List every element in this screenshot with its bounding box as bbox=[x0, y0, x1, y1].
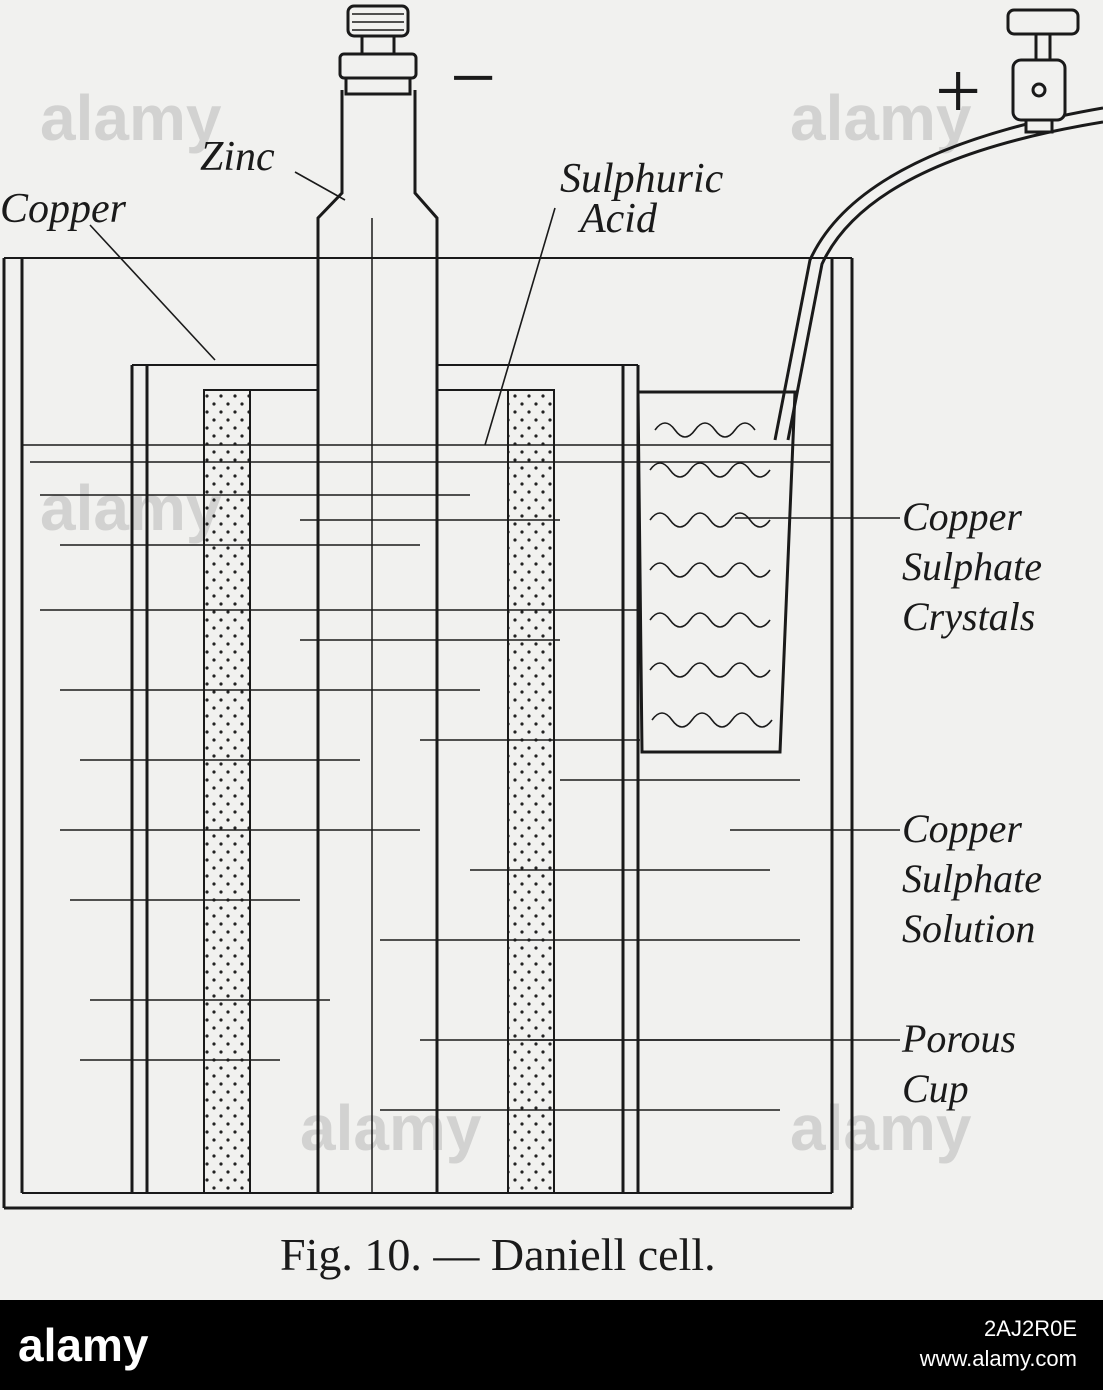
positive-sign: + bbox=[935, 45, 981, 136]
label-solution-2: Sulphate bbox=[902, 856, 1042, 901]
outer-jar bbox=[2, 257, 854, 1210]
label-crystals-1: Copper bbox=[902, 494, 1022, 539]
label-copper: Copper bbox=[0, 186, 127, 232]
watermark-text: alamy bbox=[300, 1092, 482, 1164]
scanned-figure: alamy alamy alamy alamy alamy bbox=[0, 0, 1103, 1300]
crystal-basket bbox=[636, 390, 797, 754]
positive-wire bbox=[773, 106, 1103, 441]
figure-caption: Fig. 10. — Daniell cell. bbox=[280, 1229, 716, 1280]
zinc-rod bbox=[316, 90, 439, 1193]
label-acid: Acid bbox=[577, 196, 658, 242]
liquid-lines bbox=[22, 444, 832, 1111]
negative-terminal bbox=[338, 4, 418, 96]
daniell-cell-diagram: alamy alamy alamy alamy alamy bbox=[0, 4, 1103, 1280]
stock-logo: alamy bbox=[18, 1316, 318, 1374]
label-solution-3: Solution bbox=[902, 906, 1035, 951]
label-crystals-2: Sulphate bbox=[902, 544, 1042, 589]
watermark-text: alamy bbox=[40, 82, 222, 154]
watermark-layer: alamy alamy alamy alamy alamy bbox=[40, 82, 972, 1164]
watermark-text: alamy bbox=[790, 82, 972, 154]
stock-logo-text: alamy bbox=[18, 1319, 149, 1371]
stock-image-info: 2AJ2R0E www.alamy.com bbox=[747, 1314, 1077, 1374]
label-cup: Cup bbox=[902, 1066, 969, 1111]
label-zinc: Zinc bbox=[200, 134, 275, 180]
label-sulphuric: Sulphuric bbox=[560, 156, 724, 202]
label-crystals-3: Crystals bbox=[902, 594, 1035, 639]
positive-terminal bbox=[1006, 8, 1080, 134]
watermark-text: alamy bbox=[790, 1092, 972, 1164]
leader-lines bbox=[89, 171, 900, 1041]
label-solution-1: Copper bbox=[902, 806, 1022, 851]
label-porous: Porous bbox=[901, 1016, 1016, 1061]
negative-sign: − bbox=[450, 32, 496, 123]
stock-banner: alamy 2AJ2R0E www.alamy.com bbox=[0, 1300, 1103, 1390]
stock-image-id: 2AJ2R0E bbox=[984, 1316, 1077, 1341]
stock-site-url: www.alamy.com bbox=[919, 1346, 1077, 1371]
porous-cup bbox=[203, 389, 555, 1194]
